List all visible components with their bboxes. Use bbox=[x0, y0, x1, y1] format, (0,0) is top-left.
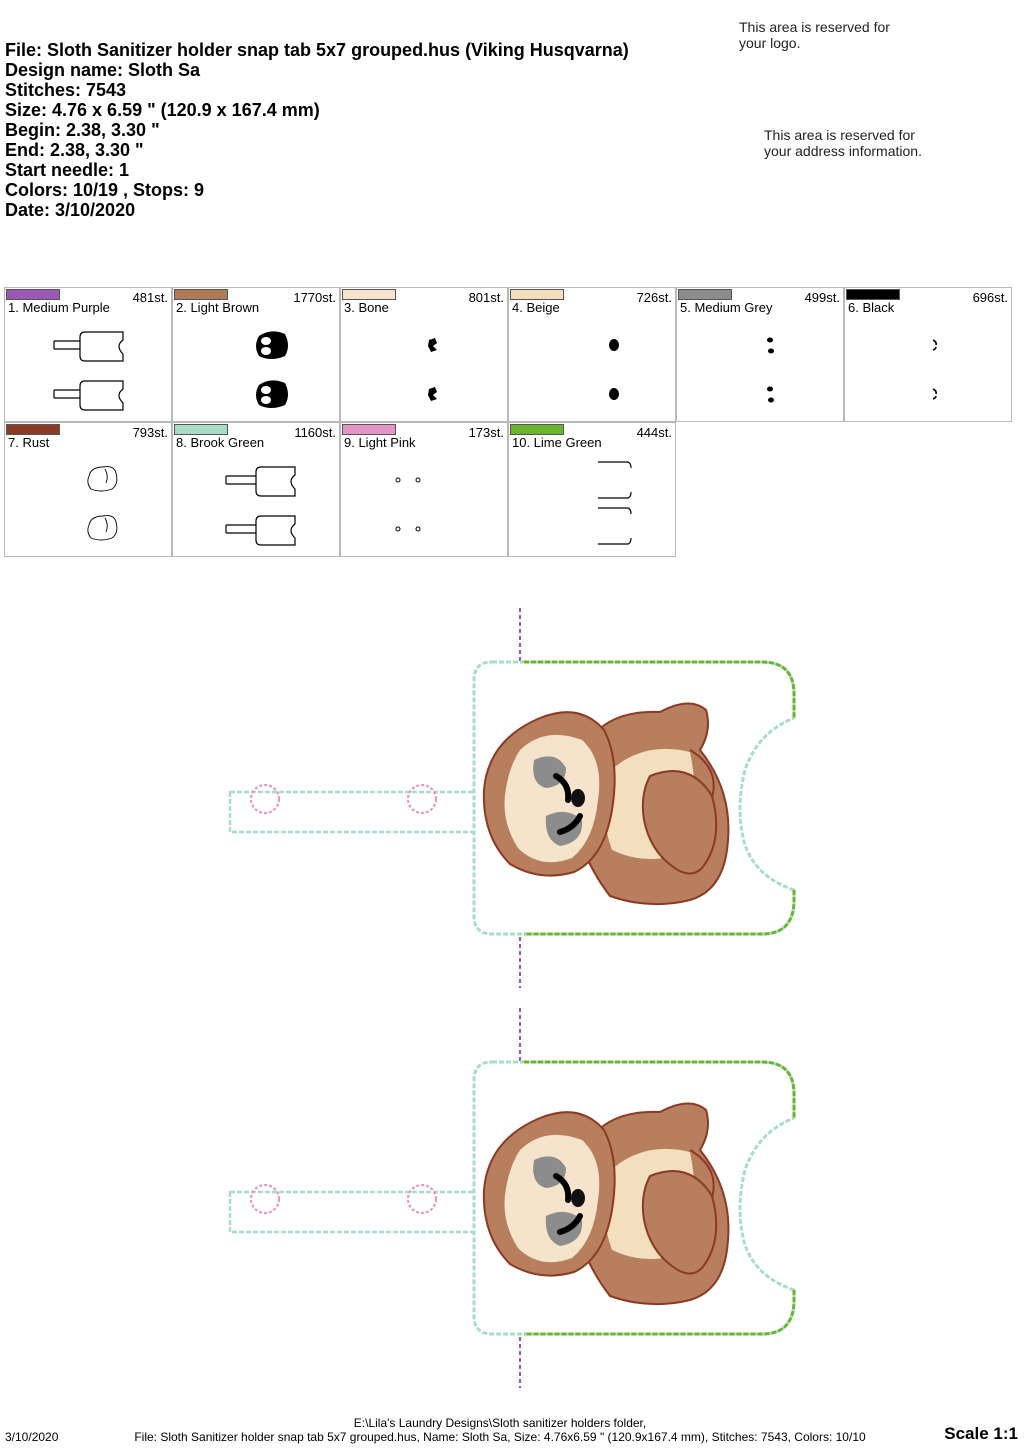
color-cell-1: 481st. 1. Medium Purple bbox=[4, 287, 172, 422]
snap-circle-icon bbox=[395, 477, 421, 532]
color-cell-4: 726st. 4. Beige bbox=[508, 287, 676, 422]
color-cell-8: 1160st. 8. Brook Green bbox=[172, 422, 340, 557]
colors-line: Colors: 10/19 , Stops: 9 bbox=[5, 180, 205, 200]
color-swatch bbox=[174, 424, 228, 435]
stitch-count: 173st. bbox=[468, 425, 504, 440]
stitch-count: 793st. bbox=[132, 425, 168, 440]
color-cell-5: 499st. 5. Medium Grey bbox=[676, 287, 844, 422]
color-swatch bbox=[174, 289, 228, 300]
color-name: 2. Light Brown bbox=[176, 300, 260, 315]
reserved-address-area: This area is reserved for your address i… bbox=[764, 127, 922, 159]
sloth-embroidery-preview bbox=[0, 600, 1024, 1400]
end-line: End: 2.38, 3.30 " bbox=[5, 140, 144, 160]
color-name: 7. Rust bbox=[8, 435, 50, 450]
color-name: 3. Bone bbox=[344, 300, 389, 315]
design-name-line: Design name: Sloth Sa bbox=[5, 60, 201, 80]
stitch-count: 696st. bbox=[972, 290, 1008, 305]
color-cell-7: 793st. 7. Rust bbox=[4, 422, 172, 557]
reserved-logo-line-2: your logo. bbox=[739, 35, 801, 51]
begin-line: Begin: 2.38, 3.30 " bbox=[5, 120, 160, 140]
color-swatch bbox=[510, 289, 564, 300]
color-swatch bbox=[6, 424, 60, 435]
sloth-head-outline-icon bbox=[256, 331, 288, 408]
footer-date: 3/10/2020 bbox=[5, 1430, 59, 1444]
stitch-count: 499st. bbox=[804, 290, 840, 305]
stitch-count: 801st. bbox=[468, 290, 504, 305]
belly-patch-icon bbox=[609, 339, 619, 400]
reserved-logo-line-1: This area is reserved for bbox=[739, 19, 890, 35]
edge-outline-icon bbox=[598, 461, 632, 545]
color-swatch bbox=[342, 424, 396, 435]
color-cell-6: 696st. 6. Black bbox=[844, 287, 1012, 422]
reserved-logo-area: This area is reserved for your logo. bbox=[739, 19, 890, 51]
color-name: 5. Medium Grey bbox=[680, 300, 773, 315]
scale-label: Scale 1:1 bbox=[944, 1424, 1018, 1443]
footer-file-info: E:\Lila's Laundry Designs\Sloth sanitize… bbox=[80, 1416, 920, 1444]
sloth-piece-bottom bbox=[230, 1008, 794, 1388]
footer-path: E:\Lila's Laundry Designs\Sloth sanitize… bbox=[353, 1416, 647, 1430]
file-line: File: Sloth Sanitizer holder snap tab 5x… bbox=[5, 40, 629, 60]
color-name: 1. Medium Purple bbox=[8, 300, 110, 315]
reserved-address-line-2: your address information. bbox=[764, 143, 922, 159]
color-name: 10. Lime Green bbox=[512, 435, 602, 450]
color-sequence-grid: 481st. 1. Medium Purple 1770st. 2. Light… bbox=[4, 287, 1013, 558]
footer-details: File: Sloth Sanitizer holder snap tab 5x… bbox=[134, 1430, 866, 1444]
design-piece-outline-icon bbox=[53, 331, 124, 411]
color-name: 9. Light Pink bbox=[344, 435, 416, 450]
color-swatch bbox=[846, 289, 900, 300]
eye-patch-icon bbox=[767, 337, 774, 403]
color-name: 8. Brook Green bbox=[176, 435, 265, 450]
color-name: 4. Beige bbox=[512, 300, 560, 315]
tab-outline-icon bbox=[225, 466, 296, 546]
stitch-count: 1770st. bbox=[293, 290, 336, 305]
color-cell-3: 801st. 3. Bone bbox=[340, 287, 508, 422]
color-cell-2: 1770st. 2. Light Brown bbox=[172, 287, 340, 422]
color-cell-10: 444st. 10. Lime Green bbox=[508, 422, 676, 557]
color-swatch bbox=[678, 289, 732, 300]
sloth-piece-top bbox=[230, 608, 794, 988]
face-patch-icon bbox=[428, 338, 437, 401]
color-cell-9: 173st. 9. Light Pink bbox=[340, 422, 508, 557]
color-swatch bbox=[510, 424, 564, 435]
stitches-line: Stitches: 7543 bbox=[5, 80, 127, 100]
eye-line-icon bbox=[932, 339, 937, 400]
color-swatch bbox=[342, 289, 396, 300]
stitch-count: 726st. bbox=[636, 290, 672, 305]
stitch-count: 444st. bbox=[636, 425, 672, 440]
stitch-count: 1160st. bbox=[294, 425, 336, 440]
color-swatch bbox=[6, 289, 60, 300]
size-line: Size: 4.76 x 6.59 " (120.9 x 167.4 mm) bbox=[5, 100, 320, 120]
start-needle-line: Start needle: 1 bbox=[5, 160, 130, 180]
date-line: Date: 3/10/2020 bbox=[5, 200, 136, 220]
sloth-detail-outline-icon bbox=[87, 466, 118, 541]
stitch-count: 481st. bbox=[132, 290, 168, 305]
reserved-address-line-1: This area is reserved for bbox=[764, 127, 915, 143]
color-name: 6. Black bbox=[848, 300, 895, 315]
design-info: File: Sloth Sanitizer holder snap tab 5x… bbox=[5, 40, 629, 220]
